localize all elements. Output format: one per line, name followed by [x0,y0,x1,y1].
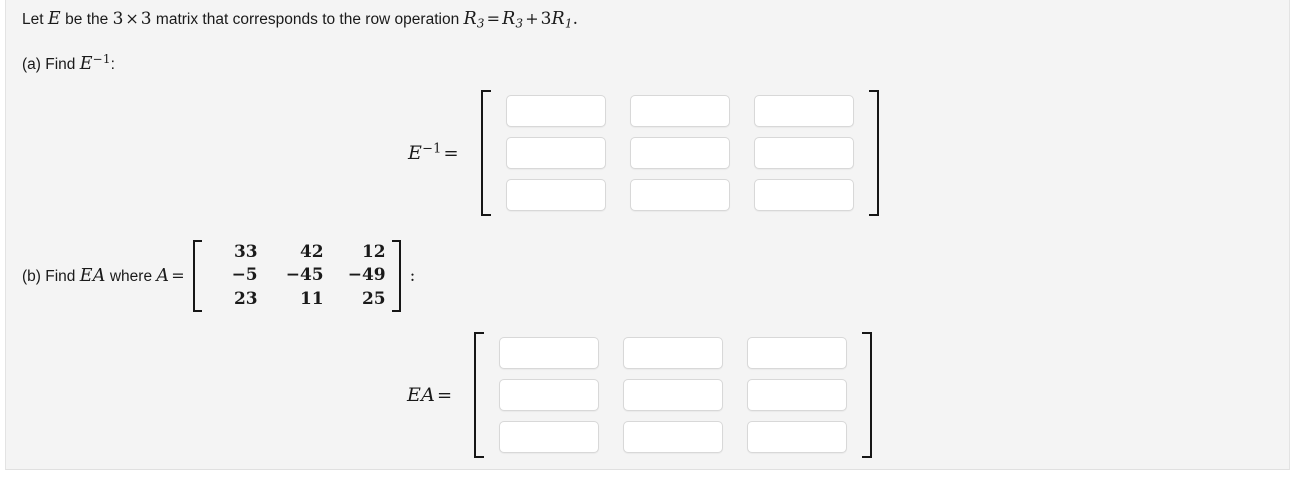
dimension-rows: 3 [112,9,124,29]
part-b-where: where [105,268,157,285]
times-icon: × [125,9,139,28]
left-bracket-icon [474,332,485,458]
input-grid-e-inverse [491,90,869,216]
matrix-a-name: A [156,266,170,286]
part-a-symbol-letter: E [79,54,93,75]
row-op-coefficient: 3 [540,9,552,29]
input-e-inverse-r2c3[interactable] [753,137,854,169]
answer-label-ea: EA= [407,384,474,406]
equals-sign: = [486,9,501,28]
matrix-a-display: 33 42 12 −5 −45 −49 23 11 25 [192,240,401,312]
right-bracket-icon [862,332,873,458]
statement-text-2: be the [60,11,113,28]
row-op-operand-2: R1 [551,9,572,29]
statement-text-1: Let [22,11,48,28]
row-op-target-index: 3 [476,16,485,31]
input-ea-r3c2[interactable] [623,421,724,453]
answer-label-ea-equals: = [437,385,453,406]
answer-label-letter: E [408,142,423,165]
part-a-prompt: (a) Find E−1: [22,52,115,75]
answer-matrix-ea: EA= [407,332,873,458]
answer-matrix-e-inverse: E−1= [408,90,879,216]
matrix-a-r1c1: 33 [233,242,258,263]
input-e-inverse-r2c2[interactable] [629,137,730,169]
part-a-symbol: E−1 [79,52,111,75]
answer-label-equals: = [443,143,459,165]
matrix-a-grid: 33 42 12 −5 −45 −49 23 11 25 [202,240,392,312]
input-e-inverse-r1c3[interactable] [753,95,854,127]
matrix-a-r1c3: 12 [361,242,386,263]
matrix-bracket-group-e-inverse [480,90,879,216]
answer-label-exponent: −1 [422,141,442,157]
row-op-target: R3 [464,9,485,29]
input-ea-r2c3[interactable] [747,379,848,411]
part-b-label: (b) Find EA where A= [22,266,193,286]
matrix-a-r1c2: 42 [299,242,324,263]
input-ea-r3c1[interactable] [499,421,600,453]
right-bracket-icon [868,90,879,216]
input-ea-r2c2[interactable] [623,379,724,411]
answer-label-e-inverse: E−1= [408,142,481,165]
part-a-symbol-exponent: −1 [92,52,111,66]
part-b-equals: = [171,266,185,285]
matrix-a-r3c3: 25 [361,288,386,309]
part-b-prefix: (b) Find [22,268,80,285]
matrix-a-right-bracket-icon [391,240,401,312]
matrix-a-r2c3: −49 [347,265,386,286]
statement-period: . [572,9,579,29]
part-b-trailing-colon: : [409,266,416,286]
answer-label-ea-symbol: EA [407,384,435,406]
matrix-a-r3c1: 23 [233,288,258,309]
row-op-target-letter: R [463,9,477,29]
input-e-inverse-r3c3[interactable] [753,179,854,211]
left-bracket-icon [480,90,491,216]
problem-card: Let E be the 3×3 matrix that corresponds… [5,0,1290,470]
matrix-a-r3c2: 11 [299,288,324,309]
row-op-operand-2-index: 1 [564,16,573,31]
input-e-inverse-r3c1[interactable] [505,179,606,211]
matrix-a-r2c2: −45 [285,265,324,286]
input-ea-r2c1[interactable] [499,379,600,411]
row-op-operand-1: R3 [502,9,523,29]
matrix-bracket-group-ea [474,332,873,458]
input-grid-ea [484,332,862,458]
row-op-operand-1-letter: R [502,9,516,29]
row-op-operand-1-index: 3 [515,16,524,31]
matrix-symbol-E: E [47,9,61,29]
row-op-operand-2-letter: R [551,9,565,29]
input-e-inverse-r1c1[interactable] [505,95,606,127]
part-a-prefix: (a) Find [22,56,80,74]
input-ea-r1c3[interactable] [747,337,848,369]
input-e-inverse-r3c2[interactable] [629,179,730,211]
answer-label-symbol: E−1 [408,141,442,165]
input-ea-r1c2[interactable] [623,337,724,369]
input-ea-r1c1[interactable] [499,337,600,369]
plus-sign: + [525,9,539,28]
input-e-inverse-r2c1[interactable] [505,137,606,169]
dimension-cols: 3 [140,9,152,29]
problem-statement: Let E be the 3×3 matrix that corresponds… [22,9,579,30]
input-e-inverse-r1c2[interactable] [629,95,730,127]
input-ea-r3c3[interactable] [747,421,848,453]
part-b-prompt: (b) Find EA where A= 33 42 12 −5 −45 −49… [22,239,415,313]
part-a-colon: : [110,56,115,74]
statement-text-3: matrix that corresponds to the row opera… [151,11,464,28]
matrix-a-r2c1: −5 [231,265,258,286]
part-b-symbol: EA [79,266,106,286]
matrix-a-left-bracket-icon [192,240,202,312]
